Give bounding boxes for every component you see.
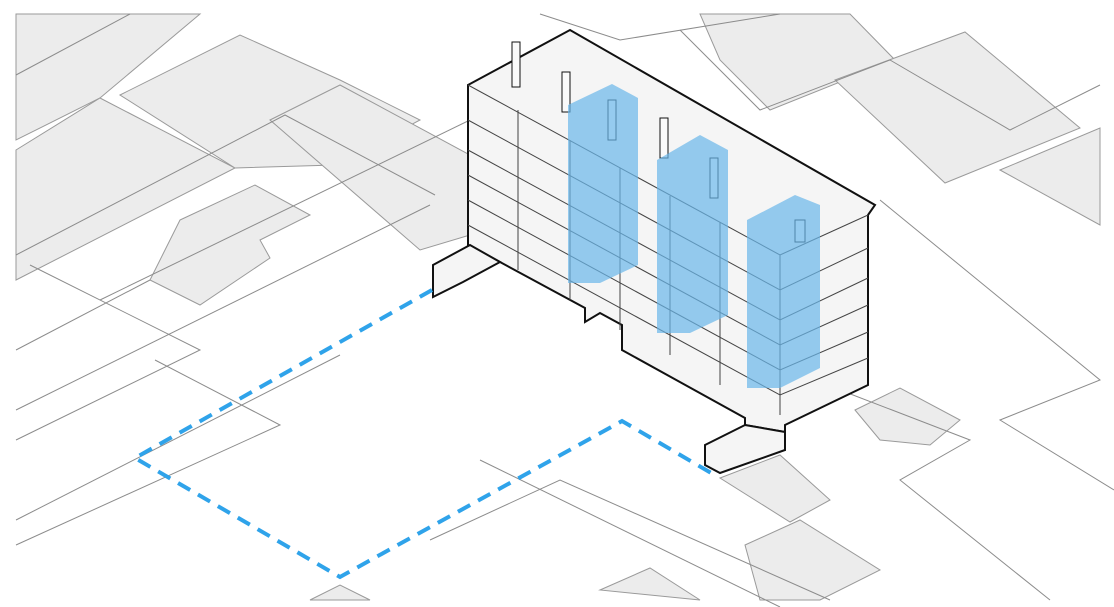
- parcel: [998, 127, 1101, 226]
- parcel-lines: [15, 13, 1114, 607]
- highlight-volumes: [568, 84, 820, 388]
- parcel: [854, 387, 961, 446]
- highlight-volume-1: [568, 84, 638, 283]
- highlight-volume-2: [657, 135, 728, 333]
- parcel: [834, 31, 1081, 184]
- highlight-volume-3: [747, 195, 820, 388]
- site-boundary-dashed-line: [130, 288, 720, 580]
- parcel: [718, 454, 831, 523]
- parcel: [744, 519, 882, 601]
- parcel: [699, 13, 896, 111]
- wing-left: [432, 243, 503, 299]
- wing-right: [704, 423, 786, 475]
- parcel: [149, 184, 312, 306]
- parcel: [598, 567, 701, 601]
- parcel: [309, 584, 371, 601]
- surrounding-parcels: [15, 13, 1101, 601]
- parcel: [269, 84, 471, 251]
